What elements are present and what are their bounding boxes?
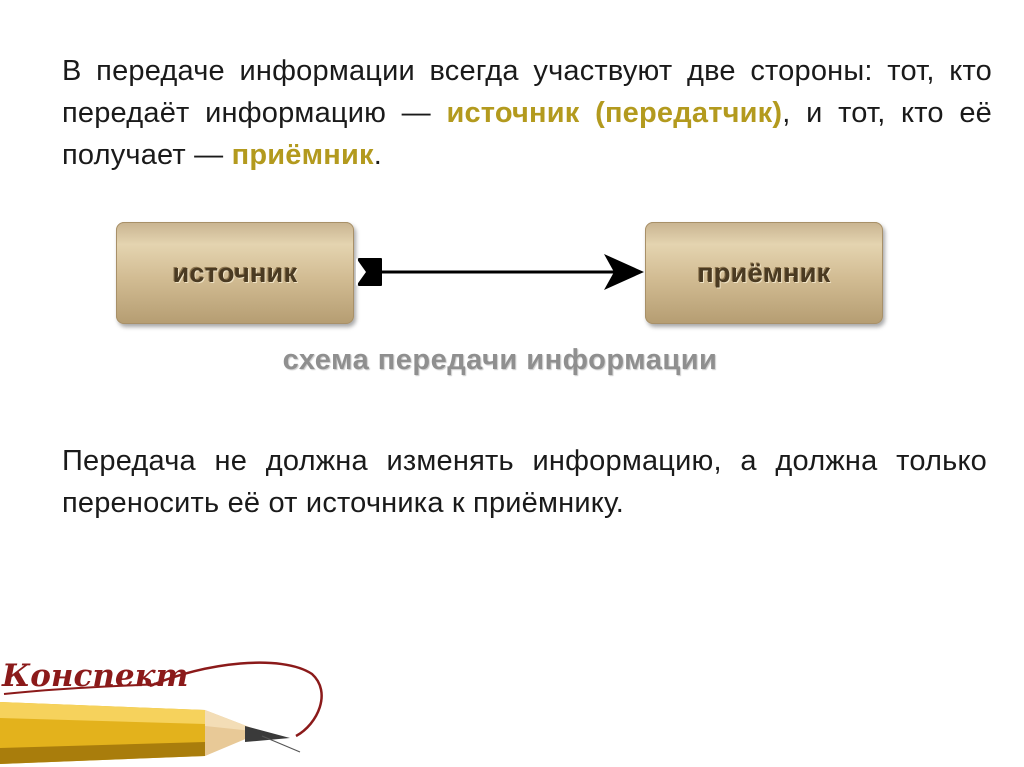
intro-text-3: . — [373, 139, 382, 171]
source-box: источник — [116, 222, 354, 324]
receiver-box: приёмник — [645, 222, 883, 324]
intro-paragraph: В передаче информации всегда участвуют д… — [62, 50, 992, 176]
receiver-box-label: приёмник — [697, 257, 831, 288]
intro-text-2: , и тот, кто её получает — — [62, 97, 992, 171]
source-term: источник (передатчик) — [446, 97, 783, 129]
pencil-icon — [0, 702, 301, 764]
receiver-term: приёмник — [231, 139, 374, 171]
arrow-head — [604, 254, 644, 290]
source-box-label: источник — [172, 257, 298, 288]
arrow-tail-notch — [356, 258, 366, 286]
logo-text: Конспект — [1, 658, 188, 694]
logo-swoosh — [149, 661, 323, 738]
konspekt-logo: Конспект — [0, 658, 323, 764]
logo-underline — [3, 683, 161, 695]
intro-text-1: В передаче информации всегда участвуют д… — [62, 55, 992, 129]
diagram-caption: схема передачи информации — [282, 344, 718, 376]
transmission-arrow — [356, 254, 644, 290]
note-paragraph: Передача не должна изменять информацию, … — [62, 445, 987, 519]
arrow-tail-block — [358, 258, 382, 286]
